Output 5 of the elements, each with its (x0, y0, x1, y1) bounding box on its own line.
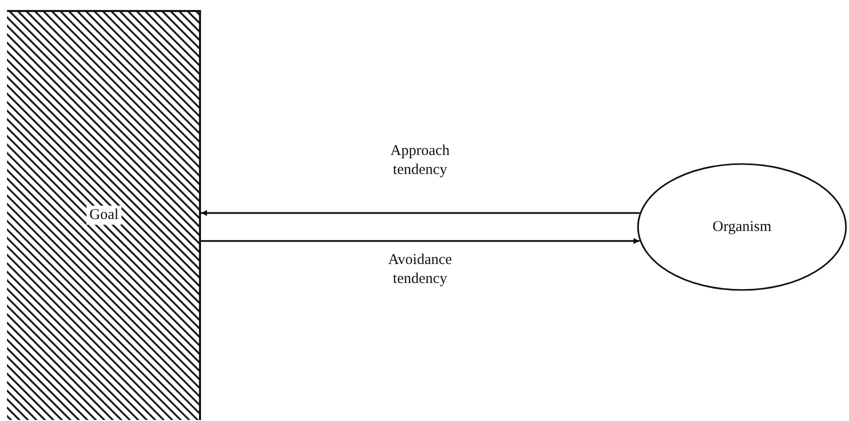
node-label: Goal (86, 206, 122, 224)
arrow (201, 238, 640, 244)
ellipse-node (637, 163, 847, 291)
hatched-goal-wall (7, 10, 201, 420)
arrow (201, 210, 640, 216)
